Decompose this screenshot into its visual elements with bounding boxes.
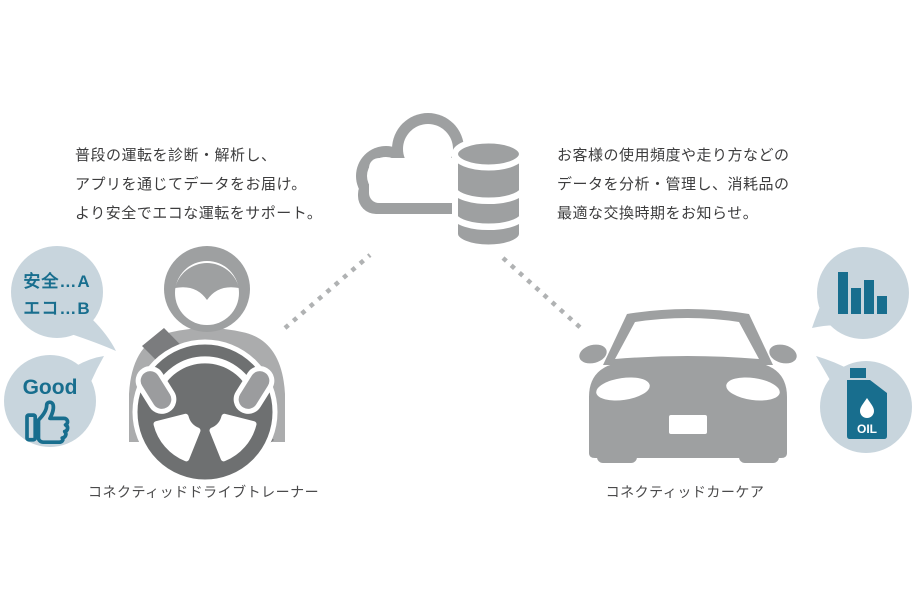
- rating-bubble: 安全…A エコ…B: [11, 246, 116, 351]
- driver-head: [164, 246, 250, 332]
- oil-bubble: OIL: [816, 356, 912, 453]
- thumbs-up-icon: [25, 400, 70, 445]
- left-description-line3: より安全でエコな運転をサポート。: [75, 205, 323, 222]
- dotted-line-left: [283, 253, 372, 330]
- hair: [175, 263, 239, 300]
- database-icon: [451, 137, 526, 251]
- right-headlight: [726, 377, 780, 401]
- eco-rating-text: エコ…B: [23, 299, 90, 318]
- dotted-line-right: [501, 256, 585, 332]
- left-description-line2: アプリを通じてデータをお届け。: [75, 176, 307, 193]
- good-bubble: Good: [4, 355, 104, 447]
- license-plate: [669, 415, 707, 434]
- car-front-figure: [579, 309, 797, 463]
- left-mirror: [579, 344, 607, 364]
- right-description-line3: 最適な交換時期をお知らせ。: [557, 205, 759, 222]
- chart-bubble: [812, 247, 909, 339]
- right-description: お客様の使用頻度や走り方などの データを分析・管理し、消耗品の 最適な交換時期を…: [557, 141, 790, 228]
- cloud-database-group: [356, 113, 526, 251]
- driver-hands: [135, 366, 275, 414]
- right-description-line2: データを分析・管理し、消耗品の: [557, 176, 790, 193]
- left-description-line1: 普段の運転を診断・解析し、: [75, 147, 277, 164]
- oil-droplet: [860, 398, 874, 418]
- good-label: Good: [23, 376, 78, 399]
- right-mirror: [769, 344, 797, 364]
- left-description: 普段の運転を診断・解析し、 アプリを通じてデータをお届け。 より安全でエコな運転…: [75, 141, 322, 228]
- left-caption: コネクティッドドライブトレーナー: [88, 484, 320, 500]
- driver-figure: [129, 246, 285, 485]
- left-headlight: [596, 377, 650, 401]
- bar-chart-icon: [838, 272, 887, 314]
- oil-can-icon: OIL: [847, 368, 887, 439]
- safety-rating-text: 安全…A: [23, 271, 90, 291]
- car-icon: [579, 309, 797, 463]
- right-caption: コネクティッドカーケア: [605, 484, 765, 500]
- right-description-line1: お客様の使用頻度や走り方などの: [557, 147, 790, 164]
- windshield: [615, 318, 759, 359]
- bubble-tail: [76, 356, 104, 384]
- oil-label: OIL: [857, 422, 877, 436]
